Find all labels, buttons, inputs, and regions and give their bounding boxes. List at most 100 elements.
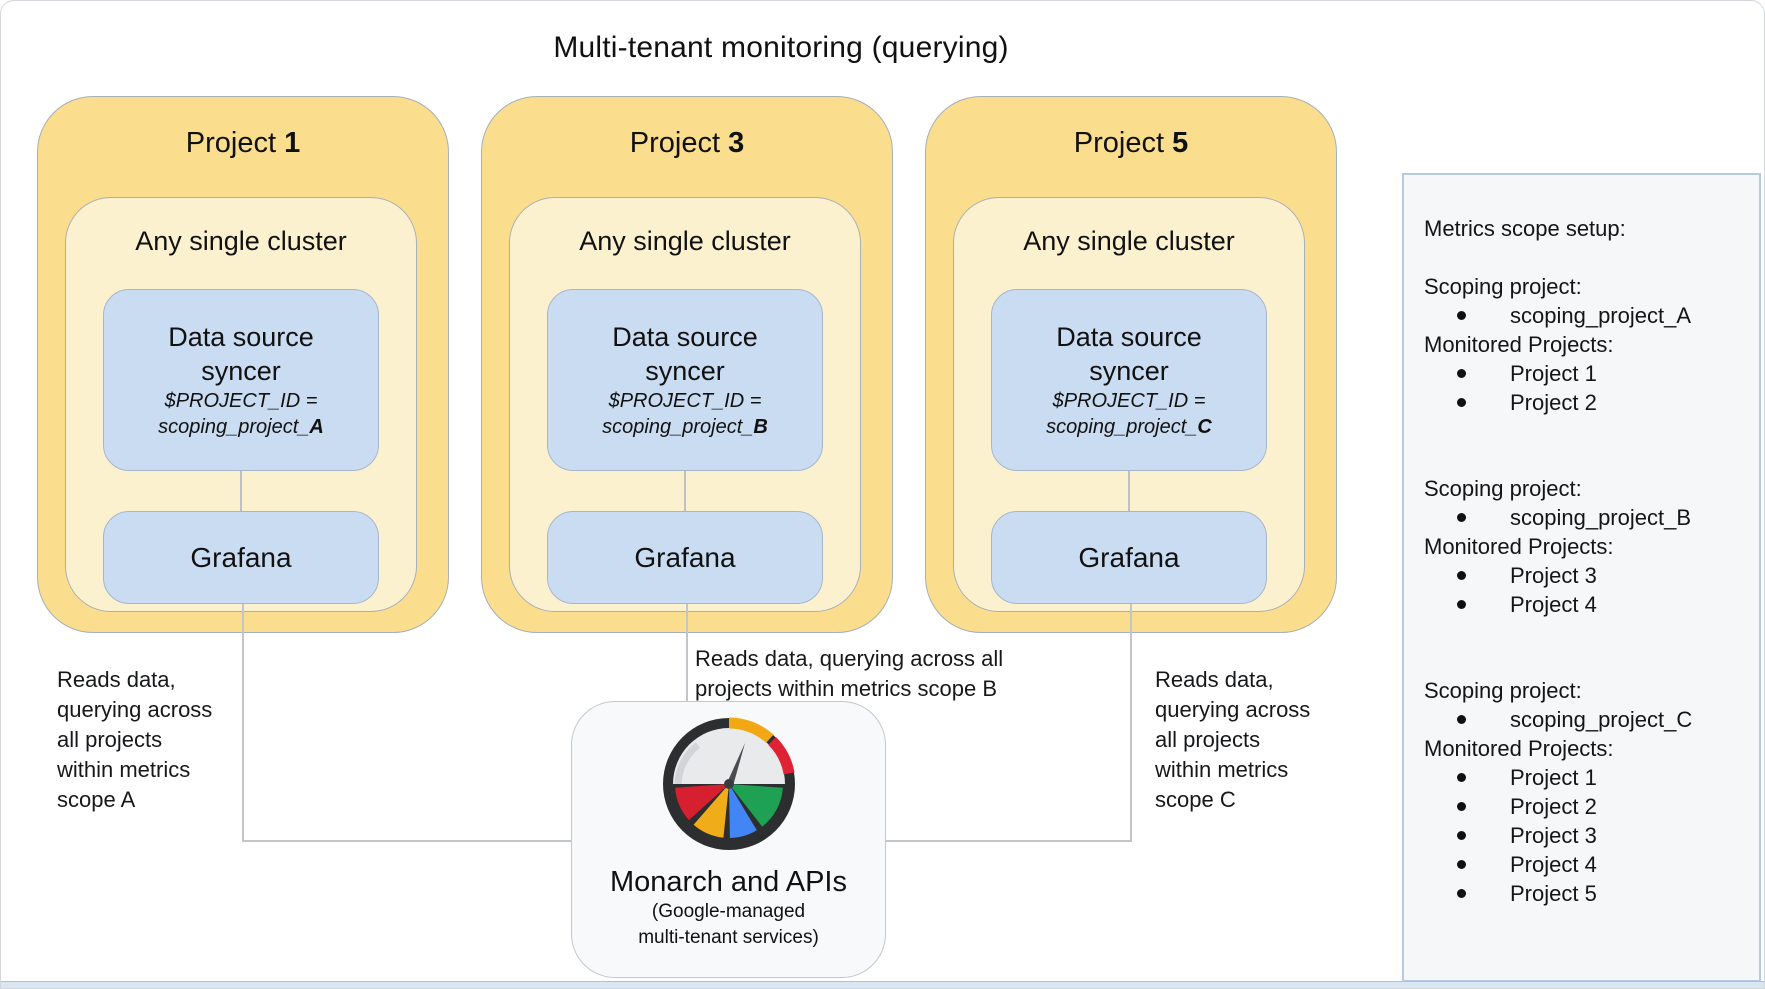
scoping-project-item: scoping_project_A (1424, 301, 1745, 330)
syncer-grafana-connector (240, 471, 242, 511)
edge-label-scope-a: Reads data, querying across all projects… (57, 665, 212, 815)
cloud-monitoring-gauge-icon (662, 717, 795, 850)
edge-label-line: querying across (1155, 697, 1311, 722)
scoping-project-value: scoping_project_C (1510, 707, 1693, 732)
bullet-icon (1457, 311, 1466, 320)
connector-project3-vertical (686, 604, 688, 702)
scoping-project-value: scoping_project_B (1510, 505, 1692, 530)
project-box-5: Project 5 Any single cluster Data source… (925, 96, 1337, 633)
bullet-icon (1457, 773, 1466, 782)
project-box-3: Project 3 Any single cluster Data source… (481, 96, 893, 633)
monitored-project-item: Project 3 (1424, 821, 1745, 850)
edge-label-line: all projects (57, 727, 163, 752)
monitored-projects-label: Monitored Projects: (1424, 534, 1614, 559)
monitored-project-value: Project 3 (1510, 563, 1597, 588)
syncer-value-prefix: scoping_project_ (602, 416, 754, 438)
monitored-projects-label: Monitored Projects: (1424, 736, 1614, 761)
monitored-project-item: Project 4 (1424, 850, 1745, 879)
bullet-icon (1457, 802, 1466, 811)
monitored-project-item: Project 1 (1424, 359, 1745, 388)
monitored-projects-label: Monitored Projects: (1424, 332, 1614, 357)
syncer-value-suffix: A (309, 416, 324, 438)
diagram-title: Multi-tenant monitoring (querying) (553, 31, 1009, 64)
panel-title: Metrics scope setup: (1424, 216, 1626, 241)
project-box-1: Project 1 Any single cluster Data source… (37, 96, 449, 633)
syncer-title-line1: Data source (612, 322, 758, 352)
bullet-icon (1457, 571, 1466, 580)
edge-label-line: scope C (1155, 787, 1236, 812)
edge-label-line: Reads data, (57, 667, 176, 692)
bullet-icon (1457, 715, 1466, 724)
project-3-data-source-syncer-box: Data source syncer $PROJECT_ID = scoping… (547, 289, 823, 471)
edge-label-line: within metrics (1155, 757, 1289, 782)
syncer-title-line1: Data source (1056, 322, 1202, 352)
monitored-project-value: Project 3 (1510, 823, 1597, 848)
monitored-project-value: Project 1 (1510, 361, 1597, 386)
syncer-title-line2: syncer (201, 356, 281, 386)
bullet-icon (1457, 860, 1466, 869)
scoping-project-label: Scoping project: (1424, 476, 1582, 501)
monitored-project-item: Project 1 (1424, 763, 1745, 792)
monitored-project-value: Project 5 (1510, 881, 1597, 906)
project-5-grafana-box: Grafana (991, 511, 1267, 604)
syncer-title-line2: syncer (645, 356, 725, 386)
syncer-variable-line: $PROJECT_ID = (164, 390, 318, 412)
monarch-subtitle-line2: multi-tenant services) (638, 927, 819, 948)
project-1-data-source-syncer-box: Data source syncer $PROJECT_ID = scoping… (103, 289, 379, 471)
monitored-project-value: Project 1 (1510, 765, 1597, 790)
syncer-value-line: scoping_project_A (158, 414, 324, 440)
project-1-number: 1 (284, 127, 301, 159)
connector-project1-vertical (242, 604, 244, 842)
scope-group-c: Scoping project: scoping_project_C Monit… (1424, 676, 1745, 908)
monitored-project-value: Project 4 (1510, 852, 1597, 877)
project-1-title: Project 1 (38, 127, 448, 160)
syncer-variable-line: $PROJECT_ID = (608, 390, 762, 412)
bullet-icon (1457, 600, 1466, 609)
bullet-icon (1457, 889, 1466, 898)
project-5-title-prefix: Project (1073, 127, 1173, 159)
bullet-icon (1457, 369, 1466, 378)
scoping-project-label: Scoping project: (1424, 274, 1582, 299)
project-3-title-prefix: Project (629, 127, 729, 159)
connector-project5-horizontal (886, 840, 1132, 842)
scoping-project-label: Scoping project: (1424, 678, 1582, 703)
syncer-value-line: scoping_project_C (1046, 414, 1212, 440)
syncer-grafana-connector (1128, 471, 1130, 511)
monitored-project-item: Project 2 (1424, 388, 1745, 417)
edge-label-line: projects within metrics scope B (695, 676, 997, 701)
edge-label-line: Reads data, (1155, 667, 1274, 692)
syncer-title-line2: syncer (1089, 356, 1169, 386)
monitored-project-item: Project 5 (1424, 879, 1745, 908)
bullet-icon (1457, 398, 1466, 407)
edge-label-line: scope A (57, 787, 136, 812)
edge-label-scope-c: Reads data, querying across all projects… (1155, 665, 1310, 815)
monarch-box: Monarch and APIs (Google-managed multi-t… (571, 701, 886, 978)
project-1-cluster-label: Any single cluster (135, 226, 347, 256)
edge-label-line: Reads data, querying across all (695, 646, 1004, 671)
project-5-cluster-label: Any single cluster (1023, 226, 1235, 256)
metrics-scope-panel: Metrics scope setup: Scoping project: sc… (1402, 173, 1761, 982)
scoping-project-value: scoping_project_A (1510, 303, 1692, 328)
project-5-number: 5 (1172, 127, 1189, 159)
edge-label-line: querying across (57, 697, 213, 722)
monitored-project-value: Project 2 (1510, 794, 1597, 819)
syncer-value-suffix: B (753, 416, 768, 438)
project-1-grafana-box: Grafana (103, 511, 379, 604)
monitored-project-item: Project 4 (1424, 590, 1745, 619)
scoping-project-item: scoping_project_B (1424, 503, 1745, 532)
project-5-cluster-box: Any single cluster Data source syncer $P… (953, 197, 1305, 612)
syncer-value-prefix: scoping_project_ (158, 416, 310, 438)
monitored-project-item: Project 2 (1424, 792, 1745, 821)
monarch-subtitle-line1: (Google-managed (651, 901, 806, 922)
edge-label-line: all projects (1155, 727, 1261, 752)
edge-label-line: within metrics (57, 757, 191, 782)
bullet-icon (1457, 513, 1466, 522)
syncer-value-suffix: C (1197, 416, 1212, 438)
window-bottom-edge (1, 981, 1764, 988)
syncer-variable-line: $PROJECT_ID = (1052, 390, 1206, 412)
project-5-data-source-syncer-box: Data source syncer $PROJECT_ID = scoping… (991, 289, 1267, 471)
connector-project1-horizontal (242, 840, 571, 842)
project-3-cluster-box: Any single cluster Data source syncer $P… (509, 197, 861, 612)
project-3-number: 3 (728, 127, 745, 159)
